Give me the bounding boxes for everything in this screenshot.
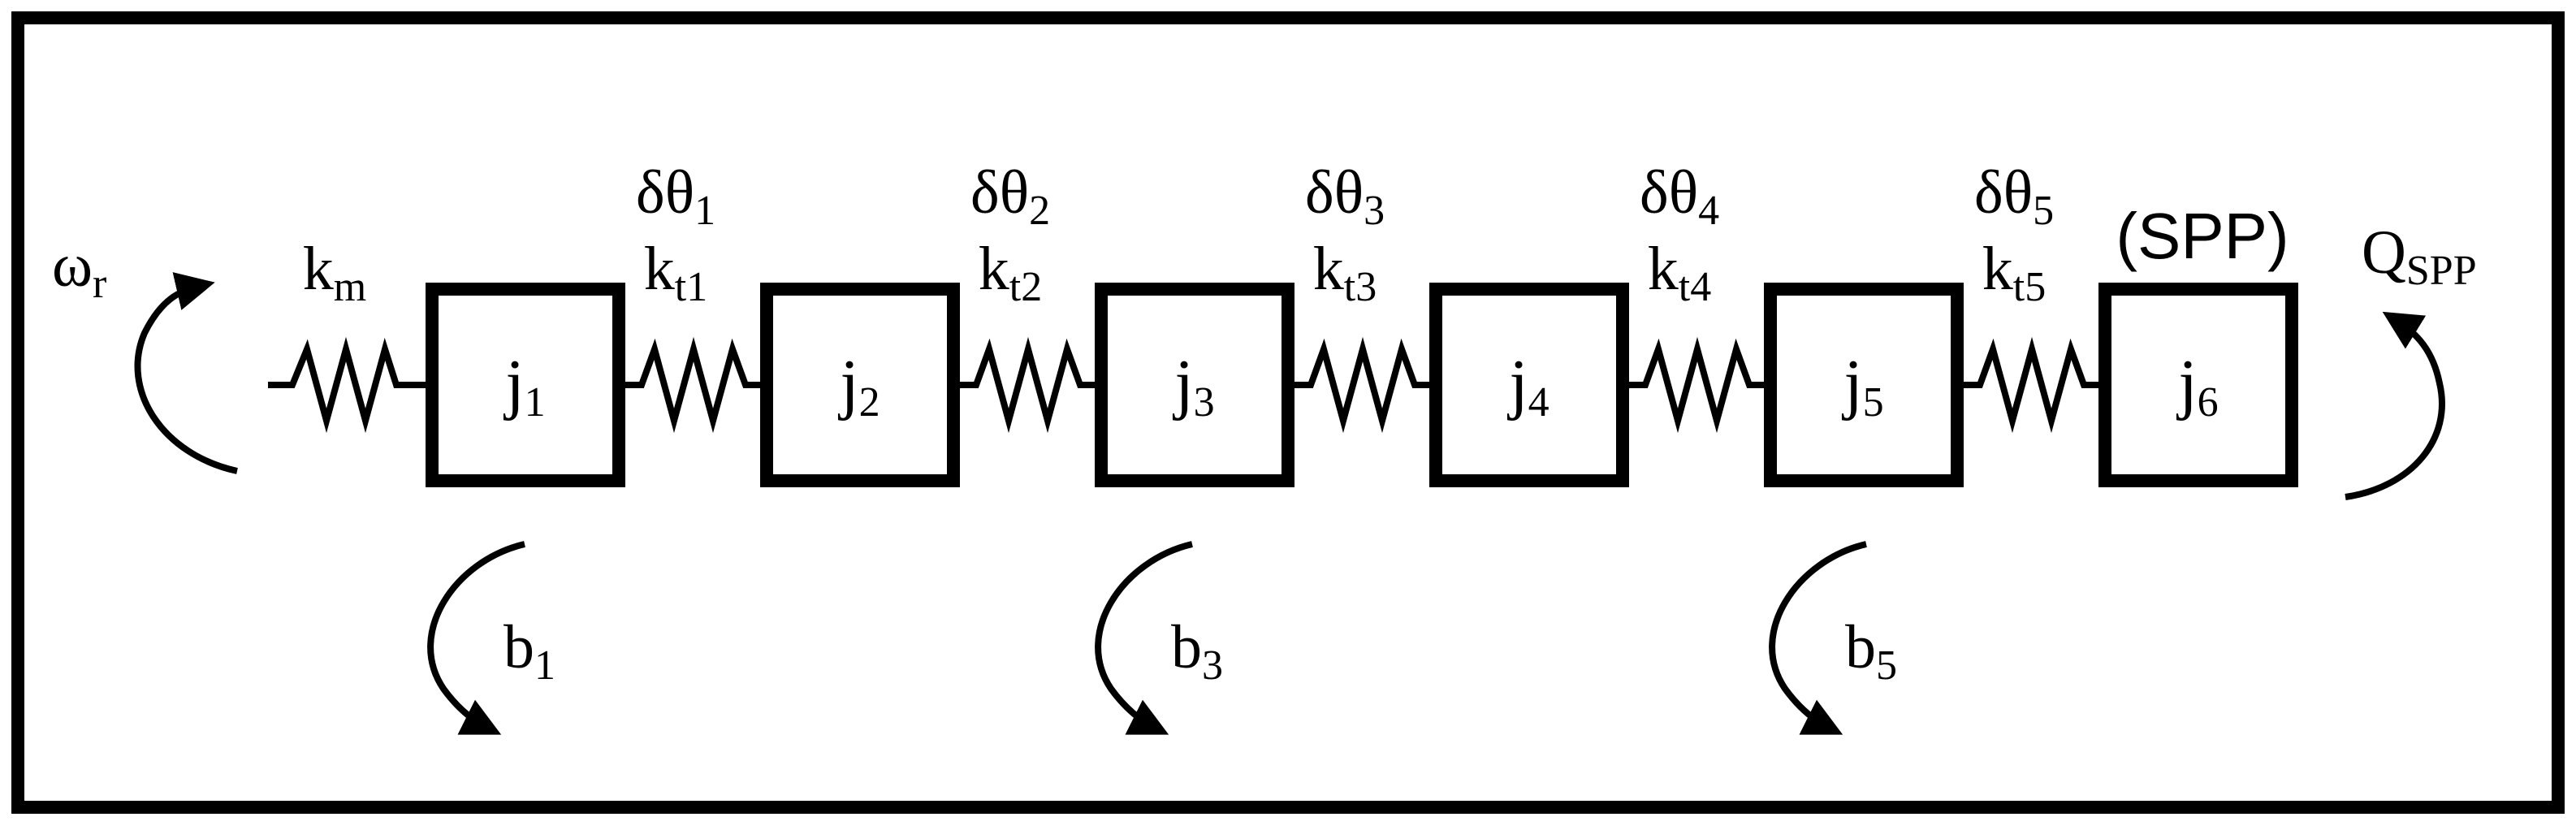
- input-speed-label: ωr: [52, 231, 106, 307]
- spring-label-kt1: kt1: [644, 235, 707, 310]
- damper-arrow-b5: [1769, 541, 1867, 735]
- damper-label-b5: b5: [1845, 613, 1897, 689]
- spring-label-km: km: [303, 235, 366, 310]
- mass-block-j1: [426, 283, 625, 487]
- spring-label-kt4: kt4: [1648, 235, 1711, 310]
- mass-label-j4: j4: [1506, 346, 1549, 426]
- damper-label-b1: b1: [504, 613, 555, 689]
- mass-block-j4: [1429, 283, 1629, 487]
- twist-label-1: δθ1: [636, 158, 715, 234]
- spring-label-kt5: kt5: [1982, 235, 2046, 310]
- mass-block-j3: [1095, 283, 1294, 487]
- twist-label-3: δθ3: [1305, 158, 1385, 234]
- mass-block-j5: [1764, 283, 1964, 487]
- mass-group: j1 j2 j3 j4 j5 j6: [426, 283, 2298, 487]
- mass-block-j2: [760, 283, 960, 487]
- mass-label-j5: j5: [1841, 346, 1883, 426]
- damper-group: b1 b3 b5: [427, 541, 1897, 735]
- load-torque-label: QSPP: [2362, 218, 2477, 294]
- spring-group: [268, 336, 2105, 434]
- damper-label-b3: b3: [1171, 613, 1223, 689]
- spring-label-kt2: kt2: [979, 235, 1042, 310]
- spring-kt1: [619, 336, 767, 434]
- spp-label: (SPP): [2116, 200, 2289, 272]
- spring-km: [268, 336, 432, 434]
- input-speed-arrow: [134, 272, 238, 474]
- mass-label-j6: j6: [2176, 346, 2218, 426]
- spring-kt2: [953, 336, 1101, 434]
- spring-kt5: [1957, 336, 2105, 434]
- damper-arrow-b1: [427, 541, 525, 735]
- twist-label-2: δθ2: [970, 158, 1050, 234]
- twist-label-5: δθ5: [1974, 158, 2054, 234]
- mass-label-j3: j3: [1172, 346, 1214, 426]
- twist-label-4: δθ4: [1640, 158, 1719, 234]
- mass-label-j1: j1: [503, 346, 545, 426]
- mass-block-j6: [2098, 283, 2298, 487]
- spring-kt4: [1623, 336, 1770, 434]
- spring-kt3: [1288, 336, 1436, 434]
- load-torque-arrow: [2345, 311, 2445, 500]
- mass-label-j2: j2: [837, 346, 880, 426]
- spring-label-kt3: kt3: [1313, 235, 1377, 310]
- twist-labels: δθ1 δθ2 δθ3 δθ4 δθ5: [636, 158, 2054, 234]
- damper-arrow-b3: [1095, 541, 1193, 735]
- stiffness-labels: km kt1 kt2 kt3 kt4 kt5: [303, 235, 2046, 310]
